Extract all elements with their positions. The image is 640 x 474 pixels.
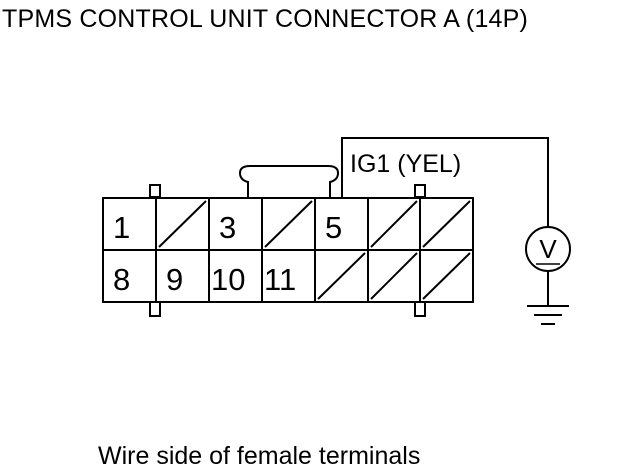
connector-guide-pin-top-right (414, 184, 426, 198)
pin-number-5: 5 (325, 210, 342, 245)
voltmeter-icon: V (525, 226, 571, 272)
ground-icon (527, 270, 569, 325)
connector-lock-tab (238, 165, 340, 199)
pin-number-1: 1 (113, 210, 130, 245)
empty-cavity-slash (422, 252, 471, 300)
diagram-title: TPMS CONTROL UNIT CONNECTOR A (14P) (2, 5, 529, 33)
voltmeter-symbol: V (539, 234, 557, 264)
empty-cavity-slash (370, 252, 418, 300)
terminal-label: IG1 (YEL) (350, 150, 461, 178)
pin-number-8: 8 (113, 262, 130, 297)
empty-cavity-slash (370, 200, 418, 248)
empty-cavity-slash (158, 200, 207, 248)
empty-cavity-slash (317, 252, 366, 300)
probe-wire (341, 137, 549, 228)
pin-number-9: 9 (166, 262, 183, 297)
empty-cavity-slash (264, 200, 313, 248)
pin-number-3: 3 (219, 210, 236, 245)
connector-guide-pin-bottom-left (149, 301, 161, 317)
pin-number-11: 11 (264, 262, 296, 297)
connector-guide-pin-bottom-right (414, 301, 426, 317)
empty-cavity-slash (422, 200, 471, 248)
diagram-caption: Wire side of female terminals (98, 442, 421, 470)
connector-guide-pin-top-left (149, 184, 161, 198)
connector-grid (102, 197, 474, 303)
connector-cells: 1 3 5 8 9 10 11 (113, 200, 471, 300)
pin-number-10: 10 (211, 262, 245, 297)
